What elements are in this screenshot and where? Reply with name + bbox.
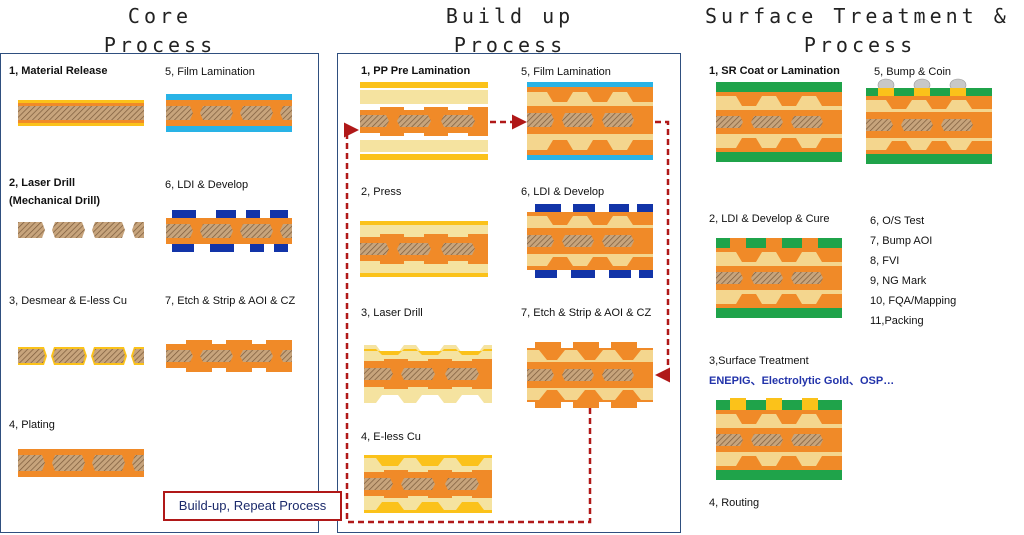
flow-arrow-5-to-7 — [655, 120, 670, 383]
core-step-2-sublabel: (Mechanical Drill) — [9, 195, 101, 207]
core-title-line-1: Core — [127, 4, 193, 28]
core-step-7-image — [166, 340, 292, 372]
buildup-step-2-image — [360, 221, 488, 277]
buildup-step-5-image — [527, 82, 653, 160]
backend-test-1: 6, O/S Test — [870, 215, 925, 227]
buildup-step-2-label: 2, Press — [361, 186, 402, 198]
surface-step-3-image — [716, 398, 842, 480]
backend-test-6: 11,Packing — [870, 315, 924, 327]
surface-step-2-label: 2, LDI & Develop & Cure — [709, 213, 830, 225]
core-step-1-label: 1, Material Release — [9, 65, 108, 77]
surface-step-1-image — [716, 82, 842, 162]
surface-step-3-label: 3,Surface Treatment — [709, 355, 809, 367]
buildup-repeat-label: Build-up, Repeat Process — [163, 491, 342, 521]
surface-title-line-1: Surface Treatment & BE — [705, 4, 1024, 28]
core-step-5-image — [166, 94, 292, 132]
surface-step-2-image — [716, 238, 842, 318]
backend-test-5: 10, FQA/Mapping — [870, 295, 957, 307]
buildup-step-5-label: 5, Film Lamination — [521, 66, 611, 78]
core-step-4-image — [18, 449, 144, 477]
buildup-step-6-label: 6, LDI & Develop — [521, 186, 605, 198]
backend-test-3: 8, FVI — [870, 255, 900, 267]
buildup-step-7-image — [527, 342, 653, 408]
buildup-step-3-image — [364, 345, 492, 403]
surface-step-4-label: 4, Routing — [709, 497, 760, 509]
core-process-panel — [0, 53, 319, 533]
backend-test-2: 7, Bump AOI — [870, 235, 933, 247]
core-step-6-image — [166, 210, 292, 252]
core-step-7-label: 7, Etch & Strip & AOI & CZ — [165, 295, 296, 307]
core-step-3-label: 3, Desmear & E-less Cu — [9, 295, 127, 307]
backend-test-4: 9, NG Mark — [870, 275, 927, 287]
buildup-process-panel — [337, 53, 681, 533]
surface-finish-options: ENEPIG、Electrolytic Gold、OSP… — [709, 375, 895, 387]
surface-step-5-image — [866, 78, 992, 164]
core-step-4-label: 4, Plating — [9, 419, 55, 431]
buildup-step-6-image — [527, 204, 653, 278]
core-step-6-label: 6, LDI & Develop — [165, 179, 249, 191]
buildup-step-1-image — [360, 82, 488, 160]
surface-process-title: Surface Treatment & BE Process — [705, 2, 1024, 60]
buildup-step-1-label: 1, PP Pre Lamination — [361, 65, 471, 77]
core-step-3-image — [18, 347, 144, 365]
buildup-title-line-1: Build up — [445, 4, 575, 28]
surface-title-line-2: Process — [803, 33, 917, 57]
surface-step-1-label: 1, SR Coat or Lamination — [709, 65, 840, 77]
buildup-step-4-image — [364, 455, 492, 513]
buildup-step-7-label: 7, Etch & Strip & AOI & CZ — [521, 307, 652, 319]
core-step-2-label: 2, Laser Drill — [9, 177, 76, 189]
core-step-2-image — [18, 222, 144, 238]
core-step-1-image — [18, 100, 144, 126]
buildup-step-4-label: 4, E-less Cu — [361, 431, 421, 443]
flow-arrow-repeat-loop — [344, 122, 592, 524]
surface-step-5-label: 5, Bump & Coin — [874, 66, 952, 78]
core-step-5-label: 5, Film Lamination — [165, 66, 255, 78]
buildup-step-3-label: 3, Laser Drill — [361, 307, 423, 319]
